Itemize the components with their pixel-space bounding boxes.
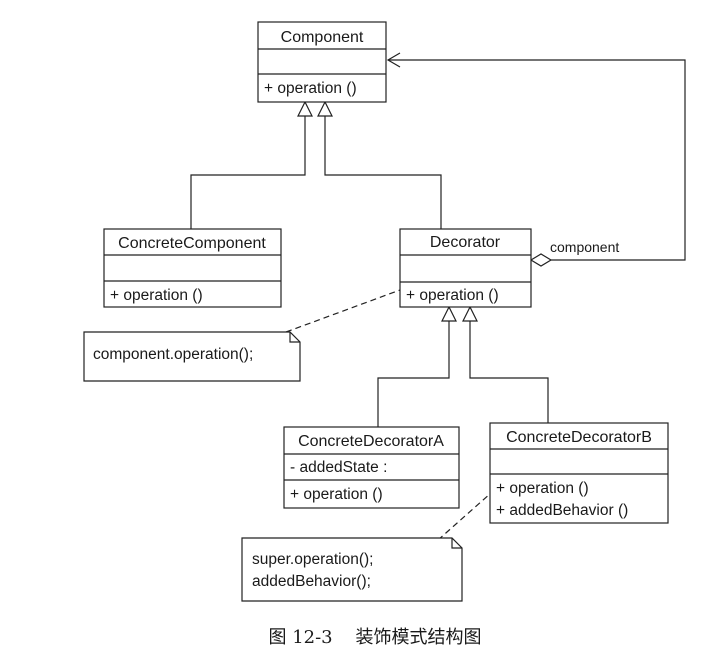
- class-name: Decorator: [430, 234, 501, 251]
- generalization-arrowhead-decoratora: [441, 305, 457, 322]
- operation-method: + operation (): [264, 80, 357, 97]
- added-state-attribute: - addedState :: [290, 459, 387, 476]
- operation-method: + operation (): [496, 480, 589, 497]
- operation-method: + operation (): [110, 287, 203, 304]
- note-line: super.operation();: [252, 551, 374, 568]
- class-name: ConcreteDecoratorB: [506, 429, 652, 446]
- class-name: ConcreteComponent: [118, 235, 266, 252]
- class-component: Component + operation (): [257, 21, 387, 103]
- class-concrete-decorator-b: ConcreteDecoratorB + operation () + adde…: [489, 422, 669, 524]
- aggregation-decorator-component: [388, 59, 686, 261]
- note-decorator-b: super.operation(); addedBehavior();: [241, 537, 463, 602]
- operation-method: + operation (): [290, 486, 383, 503]
- generalization-decorator-to-component: [324, 114, 442, 229]
- generalization-arrowhead-right: [317, 100, 333, 117]
- class-concrete-component: ConcreteComponent + operation (): [103, 228, 282, 308]
- aggregation-open-arrowhead: [386, 52, 401, 68]
- note-line: component.operation();: [93, 346, 253, 363]
- operation-method: + operation (): [406, 287, 499, 304]
- note-decorator: component.operation();: [83, 331, 301, 382]
- generalization-decoratora-to-decorator: [377, 320, 450, 427]
- note-line: addedBehavior();: [252, 573, 371, 590]
- class-concrete-decorator-a: ConcreteDecoratorA - addedState : + oper…: [283, 426, 460, 509]
- aggregation-diamond: [529, 253, 553, 267]
- class-decorator: Decorator + operation (): [399, 228, 532, 308]
- added-behavior-method: + addedBehavior (): [496, 502, 628, 519]
- class-name: Component: [281, 29, 364, 46]
- generalization-decoratorb-to-decorator: [469, 320, 549, 423]
- generalization-arrowhead-left: [297, 100, 313, 117]
- class-name: ConcreteDecoratorA: [298, 433, 444, 450]
- generalization-concretecomponent-to-component: [190, 114, 306, 229]
- note-anchor-decoratorb: [437, 484, 501, 541]
- association-role-label: component: [550, 239, 619, 255]
- note-anchor-decorator: [285, 289, 401, 333]
- figure-caption: 图 12-3 装饰模式结构图: [268, 627, 481, 648]
- generalization-arrowhead-decoratorb: [462, 305, 478, 322]
